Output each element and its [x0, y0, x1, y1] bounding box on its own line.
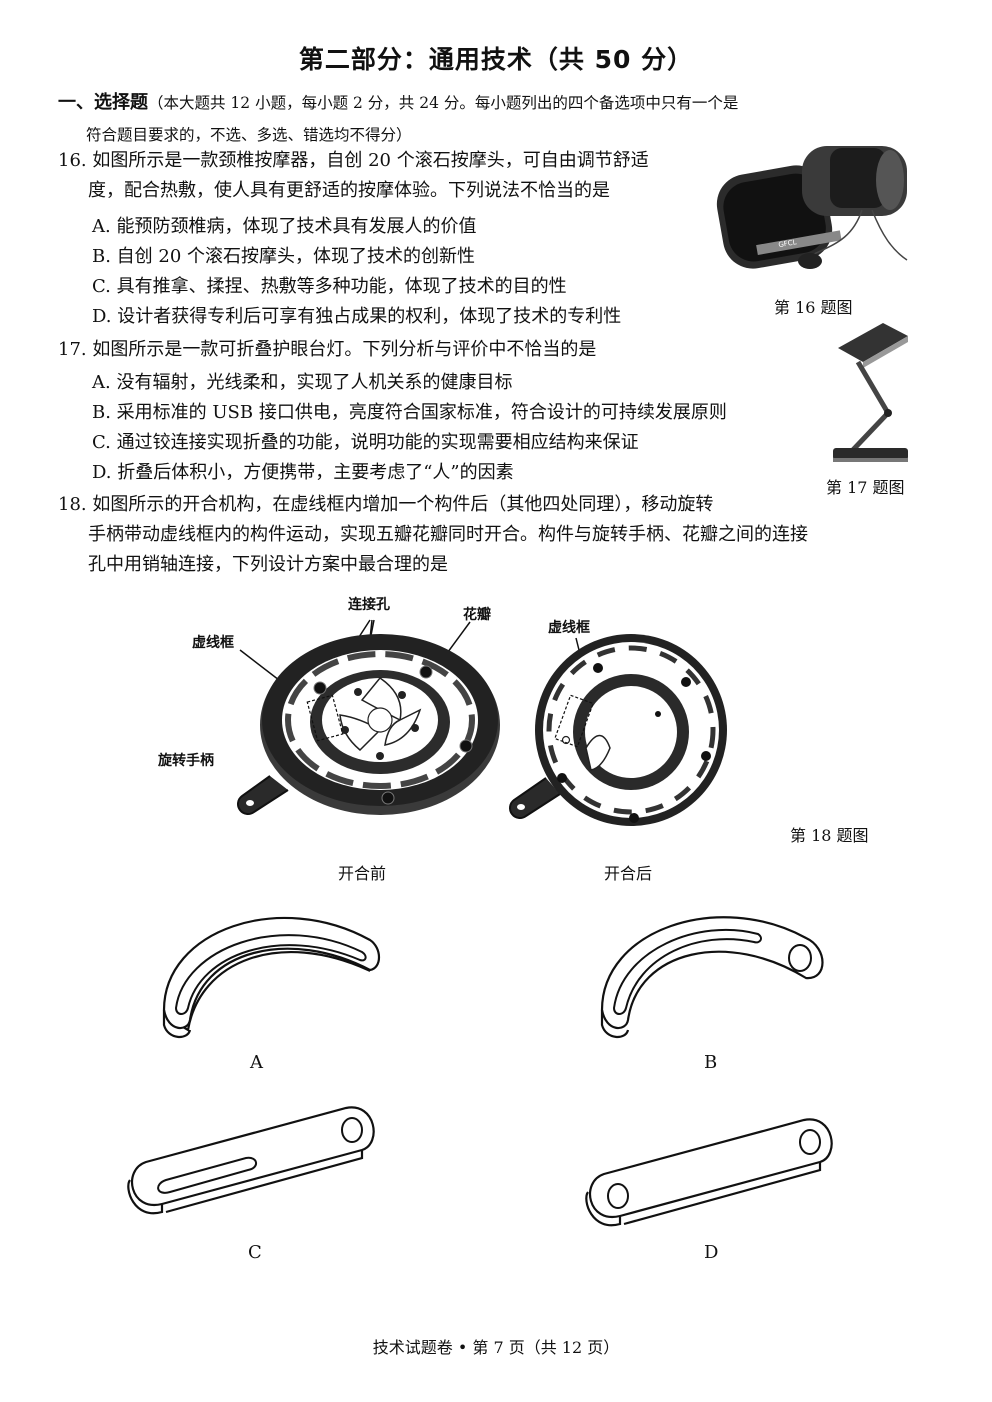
q16-stem-2: 度，配合热敷，使人具有更舒适的按摩体验。下列说法不恰当的是	[88, 180, 610, 201]
q16-number: 16.	[58, 150, 87, 171]
option-c-label[interactable]: C	[248, 1242, 262, 1263]
q18-figure-caption: 第 18 题图	[790, 826, 869, 845]
q18-number: 18.	[58, 494, 87, 515]
page-footer: 技术试题卷 • 第 7 页（共 12 页）	[372, 1338, 620, 1357]
label-after: 开合后	[604, 864, 653, 883]
q16-option-d[interactable]: D. 设计者获得专利后可享有独占成果的权利，体现了技术的专利性	[92, 306, 622, 327]
q17-stem: 17. 如图所示是一款可折叠护眼台灯。下列分析与评价中不恰当的是	[58, 335, 596, 365]
label-dashed-box-left: 虚线框	[192, 635, 234, 651]
massager-brand-label: GFCL	[778, 238, 797, 249]
q16-figure-caption: 第 16 题图	[774, 298, 853, 317]
q17-figure-lamp	[833, 323, 908, 462]
q18-stem-3: 孔中用销轴连接，下列设计方案中最合理的是	[88, 554, 448, 575]
q17-option-c[interactable]: C. 通过铰连接实现折叠的功能，说明功能的实现需要相应结构来保证	[92, 432, 639, 453]
q18-stem-text-1: 如图所示的开合机构，在虚线框内增加一个构件后（其他四处同理），移动旋转	[92, 494, 714, 515]
label-handle: 旋转手柄	[158, 753, 214, 769]
q16-option-a[interactable]: A. 能预防颈椎病，体现了技术具有发展人的价值	[92, 216, 477, 237]
q16-stem-text-1: 如图所示是一款颈椎按摩器，自创 20 个滚石按摩头，可自由调节舒适	[92, 150, 649, 171]
label-petal: 花瓣	[463, 607, 491, 623]
section-heading: 一、选择题（本大题共 12 小题，每小题 2 分，共 24 分。每小题列出的四个…	[58, 88, 738, 118]
section-note-2: 符合题目要求的，不选、多选、错选均不得分）	[86, 126, 412, 144]
q17-option-d[interactable]: D. 折叠后体积小，方便携带，主要考虑了“人”的因素	[92, 462, 514, 483]
page-title: 第二部分：通用技术（共 50 分）	[298, 45, 694, 74]
q18-option-b-figure[interactable]	[588, 890, 828, 1040]
q16-option-c[interactable]: C. 具有推拿、揉捏、热敷等多种功能，体现了技术的目的性	[92, 276, 567, 297]
q17-number: 17.	[58, 339, 87, 360]
label-dashed-box-right: 虚线框	[548, 620, 590, 636]
q18-option-a-figure[interactable]	[150, 890, 390, 1040]
q18-option-c-figure[interactable]	[126, 1100, 386, 1220]
q18-mechanism-after	[509, 634, 727, 826]
q17-option-b[interactable]: B. 采用标准的 USB 接口供电，亮度符合国家标准，符合设计的可持续发展原则	[92, 402, 727, 423]
section-note-1: （本大题共 12 小题，每小题 2 分，共 24 分。每小题列出的四个备选项中只…	[148, 94, 739, 112]
q16-figure-massager: GFCL	[712, 140, 912, 290]
label-before: 开合前	[338, 864, 387, 883]
label-connection-hole: 连接孔	[348, 597, 390, 613]
q18-stem-1: 18. 如图所示的开合机构，在虚线框内增加一个构件后（其他四处同理），移动旋转	[58, 490, 713, 520]
option-a-label[interactable]: A	[250, 1052, 263, 1073]
q18-option-d-figure[interactable]	[584, 1112, 844, 1232]
section-title: 一、选择题	[58, 92, 148, 113]
q17-figure-caption: 第 17 题图	[826, 478, 905, 497]
q16-stem-1: 16. 如图所示是一款颈椎按摩器，自创 20 个滚石按摩头，可自由调节舒适	[58, 146, 649, 176]
q16-option-b[interactable]: B. 自创 20 个滚石按摩头，体现了技术的创新性	[92, 246, 476, 267]
q18-mechanism-before	[237, 619, 500, 815]
q17-stem-text: 如图所示是一款可折叠护眼台灯。下列分析与评价中不恰当的是	[92, 339, 597, 360]
q17-option-a[interactable]: A. 没有辐射，光线柔和，实现了人机关系的健康目标	[92, 372, 513, 393]
option-d-label[interactable]: D	[704, 1242, 719, 1263]
option-b-label[interactable]: B	[704, 1052, 718, 1073]
q18-stem-2: 手柄带动虚线框内的构件运动，实现五瓣花瓣同时开合。构件与旋转手柄、花瓣之间的连接	[88, 524, 808, 545]
